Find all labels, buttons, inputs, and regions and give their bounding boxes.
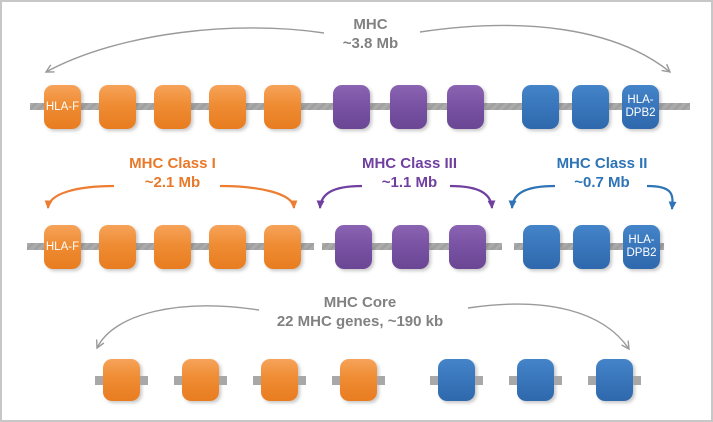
class-i-track: HLA-F	[27, 225, 314, 269]
class-i-title: MHC Class I	[129, 155, 216, 172]
gene-block	[335, 225, 372, 269]
class-iii-label: MHC Class III ~1.1 Mb	[317, 154, 502, 192]
gene-block	[447, 85, 484, 129]
mhc-span-size: ~3.8 Mb	[342, 35, 399, 52]
gene-block	[253, 359, 306, 401]
mhc-core-title: MHC Core	[323, 294, 397, 311]
class-i-blocks: HLA-F	[27, 225, 314, 269]
gene-block: HLA- DPB2	[623, 225, 660, 269]
gene-block-label: HLA-F	[45, 100, 80, 113]
gene-block	[509, 359, 562, 401]
gene-block	[154, 85, 191, 129]
gene-block: HLA-F	[44, 85, 81, 129]
gene-block	[99, 85, 136, 129]
class-ii-blocks: HLA- DPB2	[514, 225, 664, 269]
gene-block-label: HLA- DPB2	[626, 234, 657, 259]
gene-block	[449, 225, 486, 269]
gene-block	[264, 85, 301, 129]
gene-block	[523, 225, 560, 269]
gene-block	[154, 225, 191, 269]
class-iii-size: ~1.1 Mb	[381, 174, 438, 191]
class-ii-title: MHC Class II	[556, 155, 648, 172]
gene-block	[588, 359, 641, 401]
mhc-core-blocks	[95, 359, 641, 401]
gene-block	[573, 225, 610, 269]
gene-block	[430, 359, 483, 401]
gene-block: HLA- DPB2	[622, 85, 659, 129]
class-iii-title: MHC Class III	[361, 155, 458, 172]
gene-block	[392, 225, 429, 269]
mhc-core-size: 22 MHC genes, ~190 kb	[276, 313, 444, 330]
class-i-label: MHC Class I ~2.1 Mb	[30, 154, 315, 192]
gene-block-label: HLA-F	[45, 240, 80, 253]
gene-block	[390, 85, 427, 129]
class-ii-track: HLA- DPB2	[514, 225, 664, 269]
class-i-size: ~2.1 Mb	[144, 174, 201, 191]
gene-block-label: HLA- DPB2	[625, 94, 656, 119]
mhc-full-blocks: HLA-F	[30, 85, 690, 129]
mhc-span-title: MHC	[353, 16, 388, 33]
gene-block	[209, 85, 246, 129]
gene-block	[333, 85, 370, 129]
gene-block	[522, 85, 559, 129]
gene-block	[95, 359, 148, 401]
gene-block	[572, 85, 609, 129]
class-iii-blocks	[322, 225, 502, 269]
gene-block	[209, 225, 246, 269]
class-ii-label: MHC Class II ~0.7 Mb	[512, 154, 692, 192]
gene-block	[264, 225, 301, 269]
class-iii-track	[322, 225, 502, 269]
gene-block: HLA-F	[44, 225, 81, 269]
mhc-core-label: MHC Core 22 MHC genes, ~190 kb	[9, 293, 711, 331]
gene-block	[174, 359, 227, 401]
mhc-span-label: MHC ~3.8 Mb	[30, 15, 711, 53]
class-ii-size: ~0.7 Mb	[574, 174, 630, 191]
mhc-full-track: HLA-F	[30, 85, 690, 129]
gene-block	[99, 225, 136, 269]
gene-block	[332, 359, 385, 401]
